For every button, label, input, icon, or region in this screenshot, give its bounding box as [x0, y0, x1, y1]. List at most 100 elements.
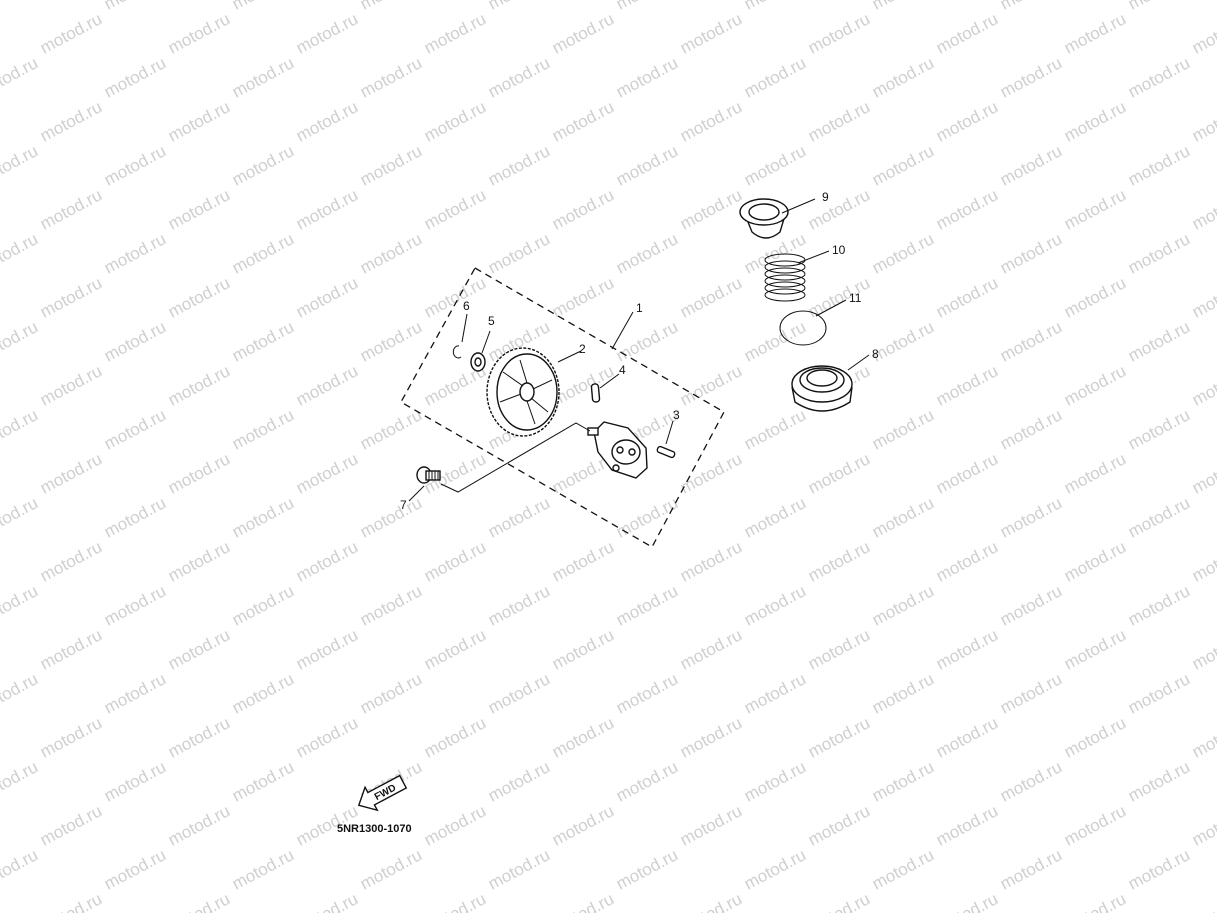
watermark-text: motod.ru [933, 537, 1001, 585]
watermark-text: motod.ru [421, 9, 489, 57]
watermark-text: motod.ru [741, 669, 809, 717]
watermark-text: motod.ru [677, 273, 745, 321]
bolt-reference-line [440, 422, 591, 493]
watermark-text: motod.ru [869, 493, 937, 541]
watermark-text: motod.ru [0, 0, 41, 14]
watermark-text: motod.ru [869, 141, 937, 189]
watermark-text: motod.ru [997, 669, 1065, 717]
watermark-text: motod.ru [101, 53, 169, 101]
watermark-text: motod.ru [0, 405, 41, 453]
watermark-text: motod.ru [229, 53, 297, 101]
watermark-text: motod.ru [677, 625, 745, 673]
watermark-text: motod.ru [549, 713, 617, 761]
watermark-text: motod.ru [805, 9, 873, 57]
watermark-text: motod.ru [549, 889, 617, 913]
watermark-text: motod.ru [37, 449, 105, 497]
watermark-text: motod.ru [421, 273, 489, 321]
watermark-text: motod.ru [0, 845, 41, 893]
diagram-code: 5NR1300-1070 [337, 823, 412, 835]
watermark-text: motod.ru [677, 361, 745, 409]
watermark-text: motod.ru [869, 757, 937, 805]
watermark-text: motod.ru [293, 97, 361, 145]
watermark-text: motod.ru [1061, 713, 1129, 761]
watermark-text: motod.ru [101, 405, 169, 453]
watermark-text: motod.ru [1189, 185, 1217, 233]
watermark-text: motod.ru [37, 97, 105, 145]
watermark-text: motod.ru [421, 185, 489, 233]
watermark-text: motod.ru [1125, 405, 1193, 453]
callout-8: 8 [872, 347, 879, 361]
watermark-text: motod.ru [165, 889, 233, 913]
watermark-text: motod.ru [869, 669, 937, 717]
watermark-text: motod.ru [997, 581, 1065, 629]
watermark-text: motod.ru [421, 889, 489, 913]
watermark-text: motod.ru [933, 713, 1001, 761]
watermark-text: motod.ru [357, 845, 425, 893]
watermark-text: motod.ru [933, 801, 1001, 849]
watermark-text: motod.ru [805, 889, 873, 913]
washer-part [470, 352, 486, 372]
watermark-text: motod.ru [357, 669, 425, 717]
watermark-text: motod.ru [805, 625, 873, 673]
watermark-text: motod.ru [997, 53, 1065, 101]
callout-2: 2 [579, 342, 586, 356]
watermark-text: motod.ru [997, 845, 1065, 893]
watermark-text: motod.ru [1061, 889, 1129, 913]
watermark-text: motod.ru [293, 273, 361, 321]
watermark-text: motod.ru [421, 801, 489, 849]
watermark-text: motod.ru [1125, 229, 1193, 277]
watermark-text: motod.ru [613, 669, 681, 717]
watermark-text: motod.ru [229, 405, 297, 453]
watermark-text: motod.ru [1061, 361, 1129, 409]
watermark-text: motod.ru [933, 889, 1001, 913]
watermark-text: motod.ru [165, 713, 233, 761]
o-ring-part [779, 310, 827, 346]
watermark-text: motod.ru [1189, 97, 1217, 145]
watermark-text: motod.ru [1125, 493, 1193, 541]
watermark-text: motod.ru [997, 757, 1065, 805]
watermark-text: motod.ru [741, 53, 809, 101]
watermark-text: motod.ru [741, 757, 809, 805]
watermark-text: motod.ru [0, 757, 41, 805]
watermark-text: motod.ru [677, 713, 745, 761]
watermark-text: motod.ru [1061, 801, 1129, 849]
watermark-text: motod.ru [805, 713, 873, 761]
watermark-text: motod.ru [101, 229, 169, 277]
watermark-text: motod.ru [37, 801, 105, 849]
watermark-text: motod.ru [1061, 9, 1129, 57]
watermark-text: motod.ru [229, 317, 297, 365]
watermark-text: motod.ru [229, 845, 297, 893]
watermark-text: motod.ru [805, 185, 873, 233]
watermark-text: motod.ru [869, 405, 937, 453]
callout-10: 10 [832, 243, 846, 257]
watermark-text: motod.ru [293, 889, 361, 913]
watermark-text: motod.ru [229, 141, 297, 189]
watermark-text: motod.ru [37, 9, 105, 57]
watermark-text: motod.ru [933, 361, 1001, 409]
watermark-text: motod.ru [229, 757, 297, 805]
watermark-text: motod.ru [293, 9, 361, 57]
watermark-text: motod.ru [357, 493, 425, 541]
watermark-text: motod.ru [37, 713, 105, 761]
watermark-text: motod.ru [549, 97, 617, 145]
watermark-text: motod.ru [37, 185, 105, 233]
circlip-part [452, 345, 462, 359]
callout-9: 9 [822, 190, 829, 204]
watermark-text: motod.ru [741, 0, 809, 14]
watermark-text: motod.ru [613, 493, 681, 541]
leader-lines [408, 198, 870, 502]
callout-7: 7 [400, 498, 407, 512]
watermark-text: motod.ru [0, 669, 41, 717]
watermark-text: motod.ru [293, 449, 361, 497]
watermark-text: motod.ru [549, 273, 617, 321]
watermark-text: motod.ru [1125, 581, 1193, 629]
watermark-text: motod.ru [613, 53, 681, 101]
watermark-text: motod.ru [805, 449, 873, 497]
watermark-text: motod.ru [229, 493, 297, 541]
watermark-text: motod.ru [293, 537, 361, 585]
watermark-text: motod.ru [1189, 9, 1217, 57]
watermark-text: motod.ru [293, 713, 361, 761]
watermark-text: motod.ru [101, 0, 169, 14]
callout-3: 3 [673, 408, 680, 422]
